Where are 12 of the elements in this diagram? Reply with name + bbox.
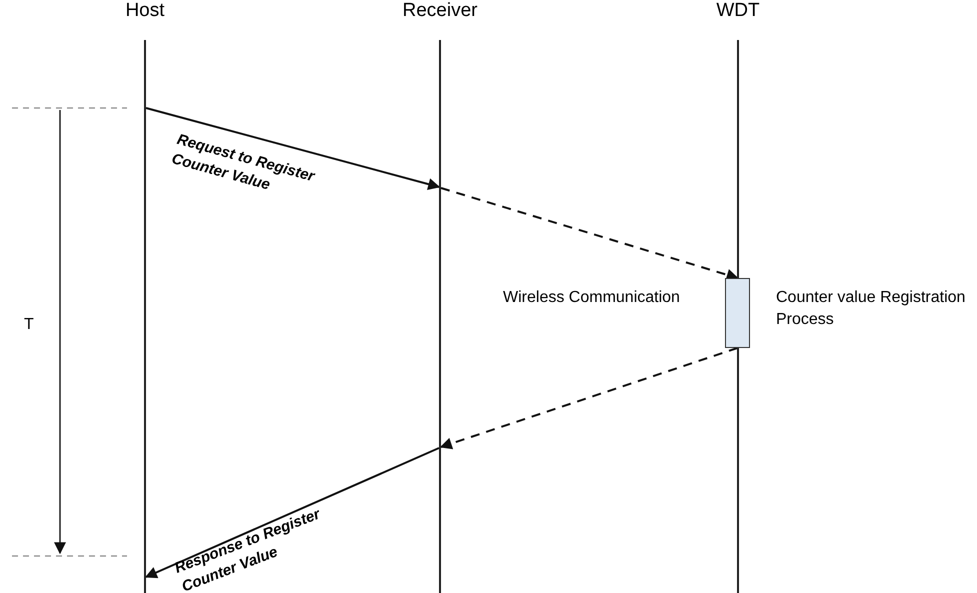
edge-label: Request to Register Counter Value [170, 130, 318, 196]
lifeline-title: Host [124, 0, 166, 22]
message-arrow [146, 107, 440, 190]
activation-box [725, 278, 750, 348]
dimension-label: T [24, 315, 35, 335]
message-arrow [144, 447, 440, 578]
message-arrow [440, 347, 738, 450]
process-label: Counter value Registration Process [776, 288, 966, 330]
message-arrow [440, 187, 739, 281]
lifeline-title: Receiver [402, 0, 478, 22]
lifeline-title: WDT [715, 0, 761, 22]
note-text: Wireless Communication [503, 288, 681, 308]
